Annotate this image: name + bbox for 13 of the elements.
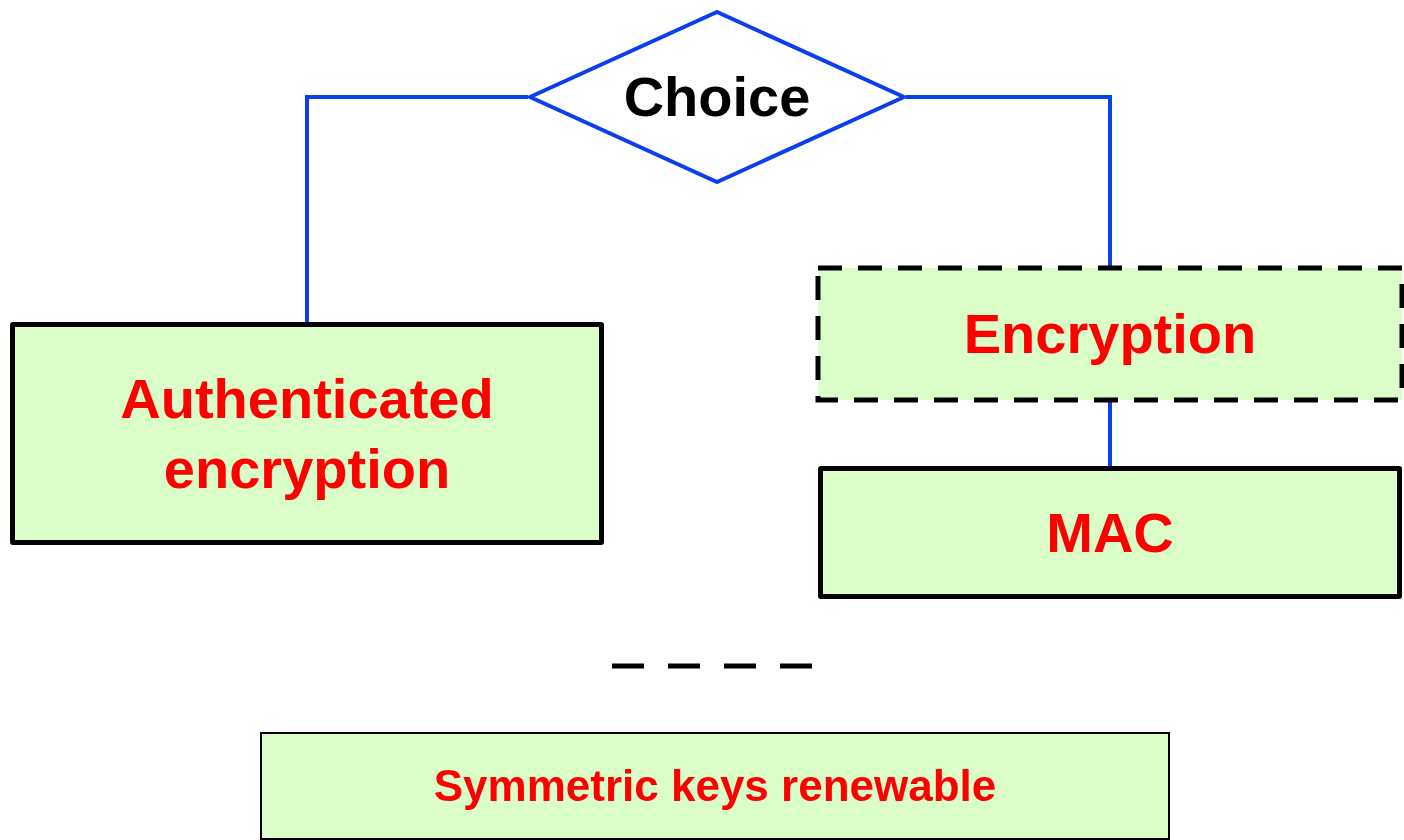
decision-diamond [528,10,906,184]
process-box [10,322,604,545]
node-label: Authenticated encryption [119,365,495,502]
connector-line [305,95,528,322]
connector-line [1108,400,1112,466]
process-box [260,732,1170,840]
node-label: Encryption [962,301,1258,367]
connector-line [906,95,1112,268]
node-label: Symmetric keys renewable [432,760,998,812]
dashed-process-box [818,268,1402,400]
node-label: Choice [622,64,812,130]
node-label: MAC [1045,499,1175,566]
process-box [818,466,1402,599]
